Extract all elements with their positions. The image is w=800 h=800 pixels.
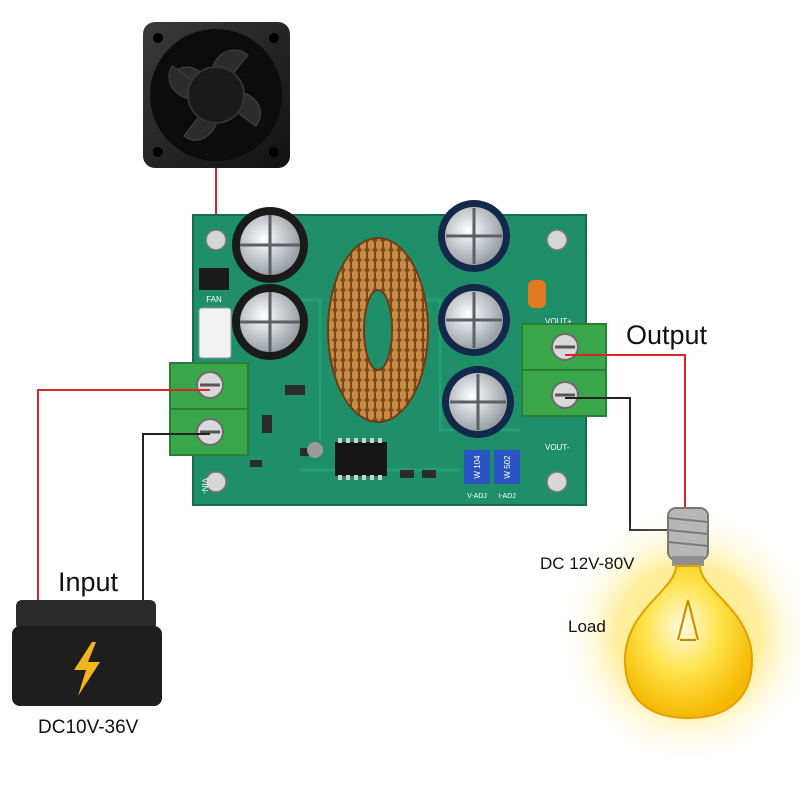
current-pot[interactable]: W 502 xyxy=(494,450,520,484)
input-terminal-block[interactable] xyxy=(169,362,249,456)
toroid-inductor xyxy=(327,237,429,423)
battery-icon xyxy=(12,600,162,706)
voltage-pot[interactable]: W 104 xyxy=(464,450,490,484)
pot-2-label: W 502 xyxy=(503,455,512,479)
output-positive-wire xyxy=(565,354,686,520)
ceramic-capacitor xyxy=(528,280,546,308)
converter-board: FAN xyxy=(192,200,587,506)
input-positive-wire xyxy=(37,389,210,618)
cooling-fan-icon xyxy=(143,22,290,168)
input-range-label: DC10V-36V xyxy=(38,717,139,738)
input-negative-wire xyxy=(142,433,210,618)
capacitor xyxy=(442,366,514,438)
capacitor xyxy=(232,284,308,360)
vout-plus-label: VOUT+ xyxy=(545,317,572,326)
pot-1-label: W 104 xyxy=(473,455,482,479)
v-adj-label: V-ADJ xyxy=(467,493,487,500)
output-terminal-block[interactable] xyxy=(521,323,607,417)
vin-minus-label: VIN- xyxy=(200,478,209,494)
bulb-socket xyxy=(667,507,709,566)
input-label: Input xyxy=(58,567,119,597)
output-label: Output xyxy=(626,320,708,350)
ic-chip xyxy=(335,442,387,476)
fan-label: FAN xyxy=(206,295,222,304)
i-adj-label: I-ADJ xyxy=(498,493,516,500)
vout-minus-label: VOUT- xyxy=(545,443,570,452)
capacitor xyxy=(438,284,510,356)
output-range-label: DC 12V-80V xyxy=(540,554,635,573)
capacitor xyxy=(438,200,510,272)
load-label: Load xyxy=(568,617,606,636)
mounting-screw xyxy=(205,229,568,493)
light-bulb-icon xyxy=(558,506,800,766)
capacitor xyxy=(232,207,308,283)
